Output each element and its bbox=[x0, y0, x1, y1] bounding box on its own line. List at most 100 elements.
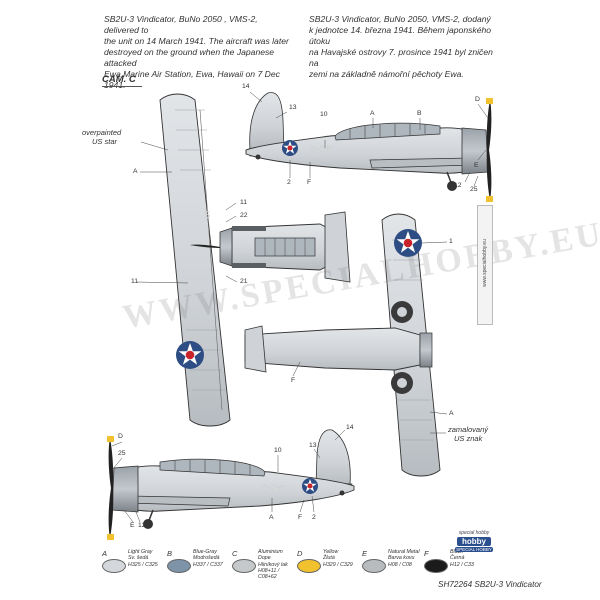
swatch-color bbox=[297, 559, 321, 573]
top-profile-tail-wheel bbox=[255, 154, 261, 160]
swatch-line: Yellow bbox=[323, 549, 339, 555]
callout: 11 bbox=[131, 278, 139, 285]
logo-bottom-text: SPECIAL HOBBY bbox=[455, 547, 493, 552]
side-profile-bottom: 2-S-5 bbox=[107, 429, 355, 540]
swatch-text: Blue-Gray Modrošedá H337 / C337 bbox=[193, 549, 223, 568]
desc-en-line: Ewa Marine Air Station, Ewa, Hawaii on 7… bbox=[104, 69, 280, 90]
plan-aileron bbox=[199, 109, 223, 411]
swatch-line: H08 / C08 bbox=[388, 561, 412, 568]
callout: F bbox=[291, 377, 296, 384]
callout: E bbox=[474, 162, 479, 169]
bottom-profile-fin bbox=[315, 429, 351, 486]
desc-cz-line: SB2U-3 Vindicator, BuNo 2050, VMS-2, dod… bbox=[309, 14, 491, 24]
swatch-line: H337 / C337 bbox=[193, 561, 223, 568]
swatch-line: H08+11 / C08+62 bbox=[258, 567, 280, 581]
plan-tailplane bbox=[324, 211, 351, 283]
swatch-letter: D bbox=[297, 549, 303, 558]
callout: B bbox=[417, 110, 422, 117]
swatch-line: H325 / C325 bbox=[128, 561, 158, 568]
plan-walkway bbox=[232, 226, 266, 231]
swatch-line: Barva kovu bbox=[388, 555, 415, 562]
side-profile-top: 2-S-5 bbox=[245, 92, 493, 202]
desc-en-line: SB2U-3 Vindicator, BuNo 2050 , VMS-2, de… bbox=[104, 14, 258, 35]
top-profile-prop-tip bbox=[486, 196, 493, 202]
swatch-color bbox=[362, 559, 386, 573]
under-wing-roundel bbox=[394, 229, 422, 257]
under-wheel bbox=[391, 372, 413, 394]
top-profile-prop-tip bbox=[486, 98, 493, 104]
callout: D bbox=[475, 96, 480, 103]
bottom-fuselage-code: 2-S-5 bbox=[262, 483, 284, 493]
bottom-profile-roundel bbox=[302, 478, 318, 494]
zamalovany-note: zamalovaný US znak bbox=[448, 425, 488, 443]
vertical-strip-text: www.specialhobby.eu bbox=[482, 239, 488, 287]
desc-en-line: destroyed on the ground when the Japanes… bbox=[104, 47, 275, 68]
swatch-line: Žlutá bbox=[323, 555, 335, 562]
bottom-profile-propeller bbox=[108, 438, 114, 538]
plan-wing bbox=[159, 93, 231, 427]
desc-en-line: the unit on 14 March 1941. The aircraft … bbox=[104, 36, 289, 46]
callout: 10 bbox=[274, 447, 282, 454]
callout: A bbox=[133, 168, 138, 175]
swatch-line: Aluminium Dope bbox=[258, 549, 283, 562]
bottom-profile-cowling bbox=[111, 465, 139, 513]
desc-cz-line: k jednotce 14. března 1941. Během japons… bbox=[309, 25, 492, 46]
callout: 22 bbox=[240, 212, 248, 219]
bottom-profile-prop-tip bbox=[107, 436, 114, 442]
callout: 13 bbox=[309, 442, 317, 449]
top-profile-wheel bbox=[447, 181, 457, 191]
swatch-text: Yellow Žlutá H329 / C329 bbox=[323, 549, 353, 568]
plan-cowling bbox=[219, 227, 233, 267]
swatch-color bbox=[424, 559, 448, 573]
callout: A bbox=[269, 514, 274, 521]
desc-cz-line: na Havajské ostrovy 7. prosince 1941 byl… bbox=[309, 47, 493, 68]
top-profile-roundel bbox=[282, 140, 298, 156]
camo-label: CAM. C bbox=[102, 74, 136, 85]
desc-cz-line: zemi na základně námořní pěchoty Ewa. bbox=[309, 69, 464, 79]
swatch-text: Black Černá H12 / C33 bbox=[450, 549, 474, 568]
bottom-profile-canopy bbox=[159, 458, 266, 477]
zamalovany-note-line: zamalovaný bbox=[448, 425, 489, 434]
callout: A bbox=[449, 410, 454, 417]
callout: 12 bbox=[138, 522, 146, 529]
description-czech: SB2U-3 Vindicator, BuNo 2050, VMS-2, dod… bbox=[309, 14, 497, 80]
logo-top-text: special hobby bbox=[458, 530, 490, 536]
overpainted-note-line: overpainted bbox=[82, 128, 122, 137]
swatch-text: Natural Metal Barva kovu H08 / C08 bbox=[388, 549, 420, 568]
swatch-text: Aluminium Dope Hliníkový lak H08+11 / C0… bbox=[258, 549, 296, 580]
top-profile-propeller bbox=[486, 100, 492, 200]
plan-view: 5 bbox=[159, 93, 351, 427]
callout: 2 bbox=[287, 179, 291, 186]
swatch-line: H329 / C329 bbox=[323, 561, 353, 568]
swatch-color bbox=[232, 559, 256, 573]
callout: A bbox=[370, 110, 375, 117]
swatch-line: Černá bbox=[450, 555, 465, 562]
callout: F bbox=[298, 514, 303, 521]
swatch-line: Sv. šedá bbox=[128, 555, 149, 562]
swatch-letter: C bbox=[232, 549, 238, 558]
callout: 1 bbox=[449, 238, 453, 245]
under-fuselage bbox=[244, 327, 421, 371]
vertical-info-strip: www.specialhobby.eu bbox=[477, 205, 493, 325]
swatch-color bbox=[167, 559, 191, 573]
under-tailplane bbox=[244, 325, 267, 373]
swatch-line: Black bbox=[450, 549, 463, 555]
description-english: SB2U-3 Vindicator, BuNo 2050 , VMS-2, de… bbox=[104, 14, 292, 91]
overpainted-note-line: US star bbox=[92, 137, 118, 146]
plan-walkway bbox=[232, 263, 266, 268]
camo-underline bbox=[102, 86, 142, 87]
swatch-line: Light Gray bbox=[128, 549, 153, 555]
plan-wing-roundel bbox=[176, 341, 204, 369]
plan-wing-code: 5 bbox=[205, 210, 210, 220]
under-wheel bbox=[391, 301, 413, 323]
underside-view bbox=[244, 213, 441, 477]
callout: E bbox=[130, 522, 135, 529]
callout: 14 bbox=[242, 83, 250, 90]
bottom-profile-prop-tip bbox=[107, 534, 114, 540]
swatch-letter: B bbox=[167, 549, 173, 558]
swatch-line: Modrošedá bbox=[193, 555, 220, 562]
callout: 13 bbox=[289, 104, 297, 111]
callout: 11 bbox=[240, 199, 248, 206]
top-profile-canopy bbox=[334, 122, 441, 141]
